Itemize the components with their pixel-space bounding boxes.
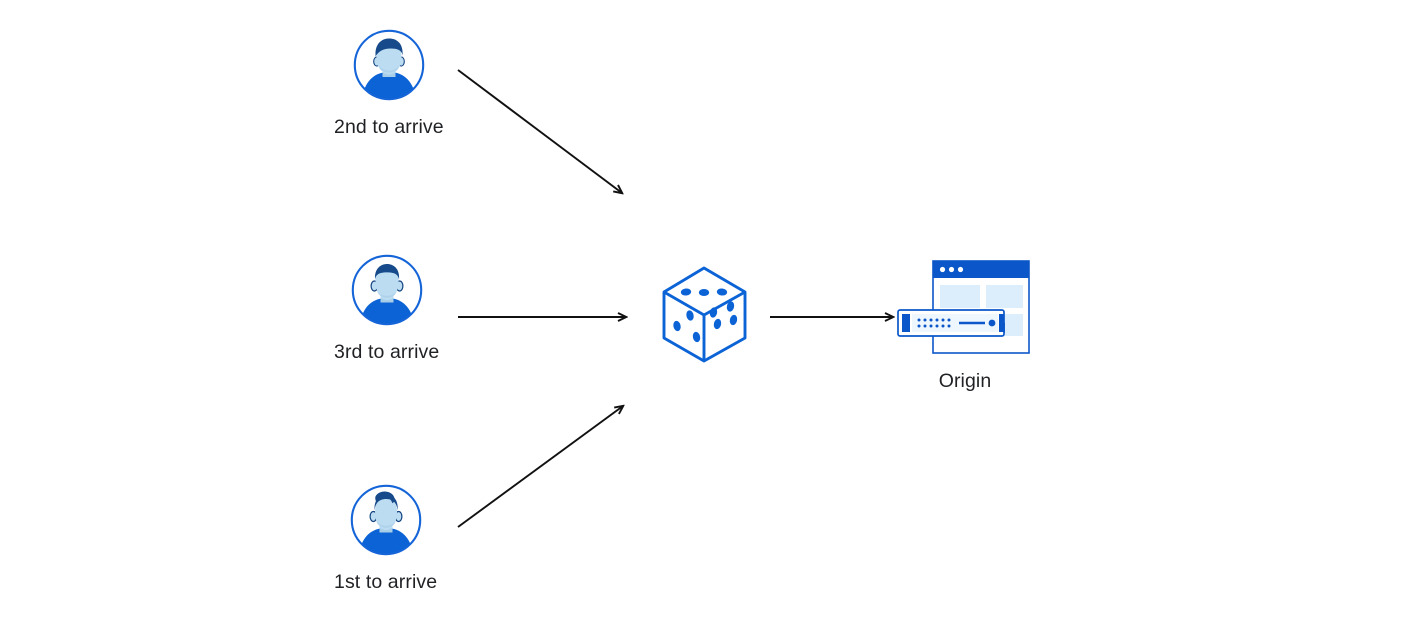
edge-1st-to-dice [457,406,623,528]
node-label-origin: Origin [938,370,992,392]
node-label-user-1st: 1st to arrive [334,571,438,593]
edge-2nd-to-dice [457,69,622,193]
browser-window-icon [932,260,1030,354]
origin-server-browser-icon [895,258,1035,358]
user-avatar-bun-hair-icon [349,483,423,557]
node-label-user-3rd: 3rd to arrive [334,341,440,363]
user-avatar-short-hair-icon [352,28,426,102]
user-avatar-cropped-hair-icon [350,253,424,327]
node-label-user-2nd: 2nd to arrive [334,116,444,138]
server-device-icon [897,309,1005,337]
node-user-3rd[interactable]: 3rd to arrive [334,253,439,364]
node-user-2nd[interactable]: 2nd to arrive [334,28,444,139]
node-user-1st[interactable]: 1st to arrive [334,483,437,594]
dice-icon [655,262,755,366]
node-origin[interactable]: Origin [895,258,1035,393]
node-randomizer[interactable] [655,262,755,366]
